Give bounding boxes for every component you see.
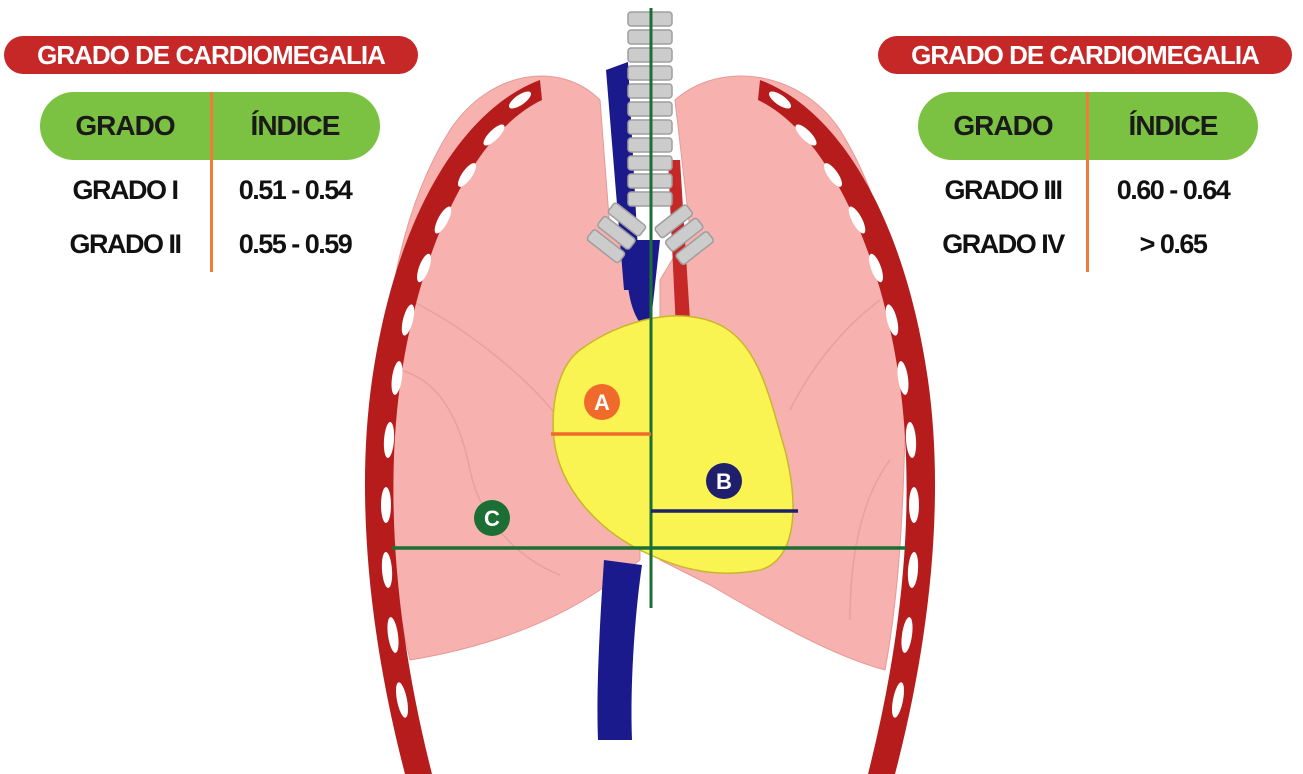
grade-cell: GRADO I bbox=[40, 175, 210, 206]
index-cell: 0.51 - 0.54 bbox=[210, 175, 380, 206]
table-row: GRADO III 0.60 - 0.64 bbox=[918, 170, 1258, 210]
index-cell: 0.55 - 0.59 bbox=[210, 229, 380, 260]
table-row: GRADO IV > 0.65 bbox=[918, 224, 1258, 264]
vena-cava bbox=[597, 560, 642, 740]
left-header-index: ÍNDICE bbox=[210, 110, 380, 142]
index-cell: 0.60 - 0.64 bbox=[1088, 175, 1258, 206]
index-cell: > 0.65 bbox=[1088, 229, 1258, 260]
marker-a-label: A bbox=[594, 390, 610, 415]
right-grade-table: GRADO ÍNDICE GRADO III 0.60 - 0.64 GRADO… bbox=[918, 92, 1258, 272]
left-title: GRADO DE CARDIOMEGALIA bbox=[4, 36, 418, 74]
grade-cell: GRADO II bbox=[40, 229, 210, 260]
marker-c: C bbox=[474, 500, 510, 536]
right-header-index: ÍNDICE bbox=[1088, 110, 1258, 142]
grade-cell: GRADO IV bbox=[918, 229, 1088, 260]
marker-b: B bbox=[706, 463, 742, 499]
grade-cell: GRADO III bbox=[918, 175, 1088, 206]
marker-c-label: C bbox=[484, 506, 500, 531]
table-row: GRADO II 0.55 - 0.59 bbox=[40, 224, 380, 264]
right-title: GRADO DE CARDIOMEGALIA bbox=[878, 36, 1292, 74]
marker-b-label: B bbox=[716, 469, 732, 494]
table-row: GRADO I 0.51 - 0.54 bbox=[40, 170, 380, 210]
left-header-grade: GRADO bbox=[40, 110, 210, 142]
right-header-grade: GRADO bbox=[918, 110, 1088, 142]
marker-a: A bbox=[584, 384, 620, 420]
left-grade-table: GRADO ÍNDICE GRADO I 0.51 - 0.54 GRADO I… bbox=[40, 92, 380, 272]
